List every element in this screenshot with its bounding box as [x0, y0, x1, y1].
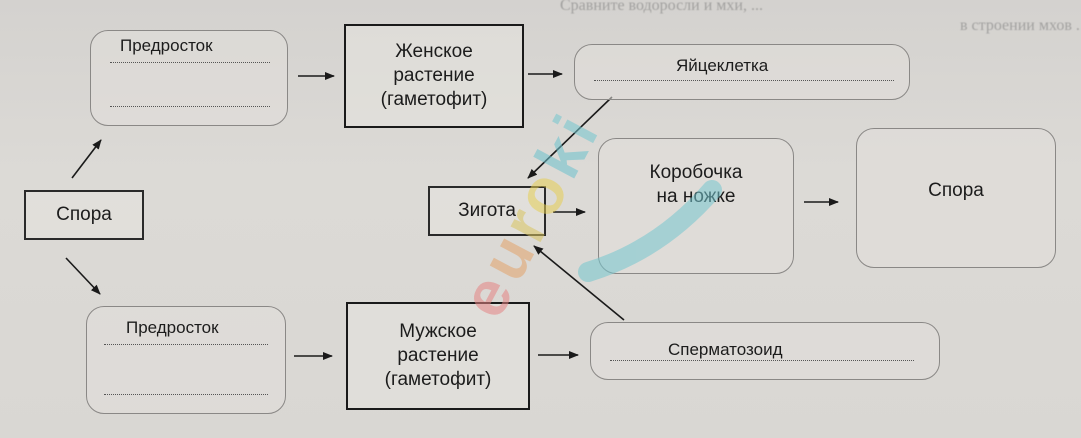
node-prothallus-bottom — [86, 306, 286, 414]
node-zygote-label: Зигота — [458, 200, 516, 222]
node-zygote: Зигота — [428, 186, 546, 236]
node-egg-label: Яйцеклетка — [676, 56, 769, 75]
node-capsule-line-1: Коробочка — [649, 162, 743, 183]
arrow-egg-to-zygote — [527, 96, 613, 179]
node-spore-start: Спора — [24, 190, 144, 240]
background-print-text: Сравните водоросли и мхи, ... в строении… — [0, 0, 1081, 40]
node-prothallus-top-label: Предросток — [120, 36, 213, 55]
node-female-plant-line-1: Женское — [395, 41, 473, 63]
answer-line — [610, 360, 914, 361]
node-male-plant-line-1: Мужское — [399, 321, 477, 343]
answer-line — [104, 344, 268, 345]
arrow-spore-to-prothallus-top — [71, 139, 102, 179]
watermark-swoosh — [578, 180, 722, 282]
node-female-plant-line-2: растение — [393, 65, 475, 87]
node-male-plant-line-3: (гаметофит) — [384, 368, 492, 390]
node-spore-end: Спора — [856, 128, 1056, 268]
node-prothallus-top — [90, 30, 288, 126]
answer-line — [110, 106, 270, 107]
answer-line — [104, 394, 268, 395]
answer-line — [110, 62, 270, 63]
node-prothallus-bottom-label: Предросток — [126, 318, 219, 337]
background-text-line-1: Сравните водоросли и мхи, ... — [560, 0, 763, 14]
node-female-plant-line-3: (гаметофит) — [380, 88, 488, 110]
answer-line — [594, 80, 894, 81]
arrow-spore-to-prothallus-bottom — [65, 257, 101, 295]
node-spore-end-label: Спора — [928, 180, 984, 201]
arrow-sperm-to-zygote — [533, 245, 625, 321]
node-spore-start-label: Спора — [56, 204, 112, 226]
node-sperm — [590, 322, 940, 380]
node-male-plant-line-2: растение — [397, 345, 479, 367]
node-sperm-label: Сперматозоид — [668, 340, 783, 359]
background-text-line-2: в строении мхов ... — [960, 17, 1081, 34]
node-male-plant: Мужское растение (гаметофит) — [346, 302, 530, 410]
node-female-plant: Женское растение (гаметофит) — [344, 24, 524, 128]
node-egg — [574, 44, 910, 100]
